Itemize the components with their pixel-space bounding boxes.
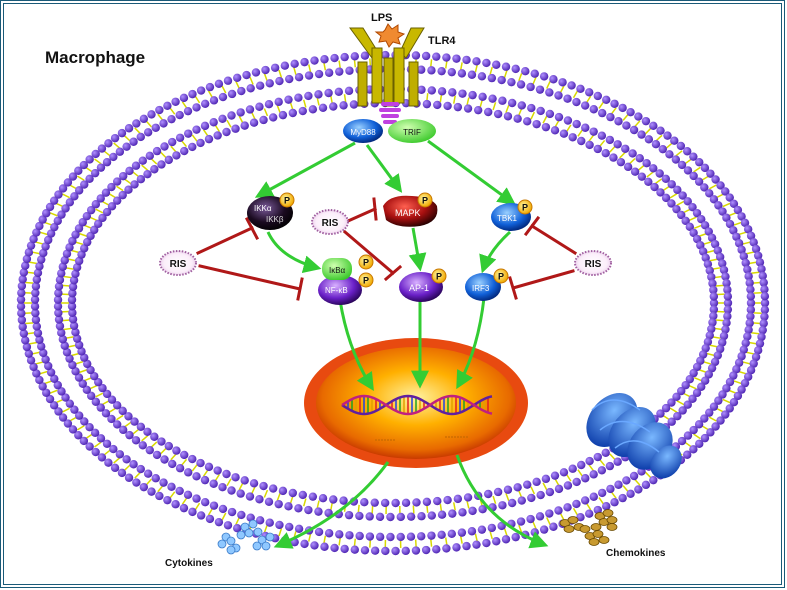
inhibit-ris-nfkb <box>198 264 304 301</box>
inner-frame <box>3 3 782 585</box>
inhibit-ris-mapk <box>346 197 378 223</box>
chemokine-cluster-icon <box>559 509 618 546</box>
ikba-label: IκBα <box>329 266 346 275</box>
inhibit-ris-tbk1 <box>523 215 578 256</box>
mapk-label: MAPK <box>395 208 421 218</box>
ris-node: RIS <box>311 209 349 235</box>
ikkb-label: IKKβ <box>266 215 284 224</box>
activation-arrows <box>254 139 549 549</box>
membrane-protein-complex-icon <box>586 393 682 479</box>
tlr4-receptor-icon <box>349 27 425 124</box>
arrow-tbk1-to-irf3 <box>479 230 512 274</box>
cytokines-label: Cytokines <box>165 558 213 569</box>
phospho-badge: P <box>358 272 374 288</box>
phospho-label: P <box>363 276 369 286</box>
arrow-nucleus-to-chemokines <box>455 454 549 549</box>
trif-label: TRIF <box>403 128 421 137</box>
cell-membrane <box>16 50 770 556</box>
inhibition-lines <box>196 197 578 301</box>
ris-label: RIS <box>322 218 339 229</box>
phospho-badge: P <box>431 268 447 284</box>
phospho-label: P <box>284 196 290 206</box>
tlr4-label: TLR4 <box>428 35 456 47</box>
nfkb-label: NF-κB <box>325 286 348 295</box>
phospho-badge: P <box>358 254 374 270</box>
phospho-badge: P <box>517 199 533 215</box>
phospho-label: P <box>422 196 428 206</box>
arrow-trif-to-tbk1 <box>427 139 516 206</box>
lps-label: LPS <box>371 12 392 24</box>
phospho-label: P <box>498 272 504 282</box>
arrow-irf3-to-nucleus <box>456 297 486 390</box>
nucleus <box>304 338 528 468</box>
arrow-mapk-to-ap1 <box>408 227 427 272</box>
dna-helix-icon <box>341 394 493 416</box>
irf3-label: IRF3 <box>472 284 490 293</box>
ris-inhibitor-nodes: RIS RIS RIS <box>159 209 612 276</box>
phospho-label: P <box>363 258 369 268</box>
phospho-label: P <box>436 272 442 282</box>
nfkb-complex-node: IκBα NF-κB <box>318 258 362 305</box>
inhibit-ris-irf3 <box>508 269 575 300</box>
phospho-badge: P <box>493 268 509 284</box>
ris-label: RIS <box>585 259 602 270</box>
phospho-badge: P <box>279 192 295 208</box>
ris-node: RIS <box>574 250 612 276</box>
arrow-nucleus-to-cytokines <box>273 461 390 549</box>
ikka-label: IKKα <box>254 204 272 213</box>
myd88-label: MyD88 <box>350 128 376 137</box>
irf3-node: IRF3 <box>465 273 501 301</box>
ris-label: RIS <box>170 259 187 270</box>
cytokine-cluster-icon <box>217 519 275 555</box>
arrow-ikk-to-nfkb <box>266 231 322 274</box>
title-macrophage: Macrophage <box>45 48 145 67</box>
ap1-node: AP-1 <box>399 272 443 302</box>
arrow-myd88-to-ikk <box>254 141 356 198</box>
phospho-badge: P <box>417 192 433 208</box>
lps-icon <box>374 23 406 48</box>
inhibit-ris-ap1 <box>342 229 403 282</box>
ap1-label: AP-1 <box>409 283 429 293</box>
myd88-node: MyD88 <box>343 119 383 143</box>
phospho-label: P <box>522 203 528 213</box>
tbk1-label: TBK1 <box>497 214 518 223</box>
arrow-nfkb-to-nucleus <box>338 299 374 392</box>
chemokines-label: Chemokines <box>606 548 666 559</box>
inhibit-ris-ikk <box>196 216 260 255</box>
arrow-myd88-to-mapk <box>365 144 403 193</box>
trif-node: TRIF <box>388 119 436 143</box>
ris-node: RIS <box>159 250 197 276</box>
